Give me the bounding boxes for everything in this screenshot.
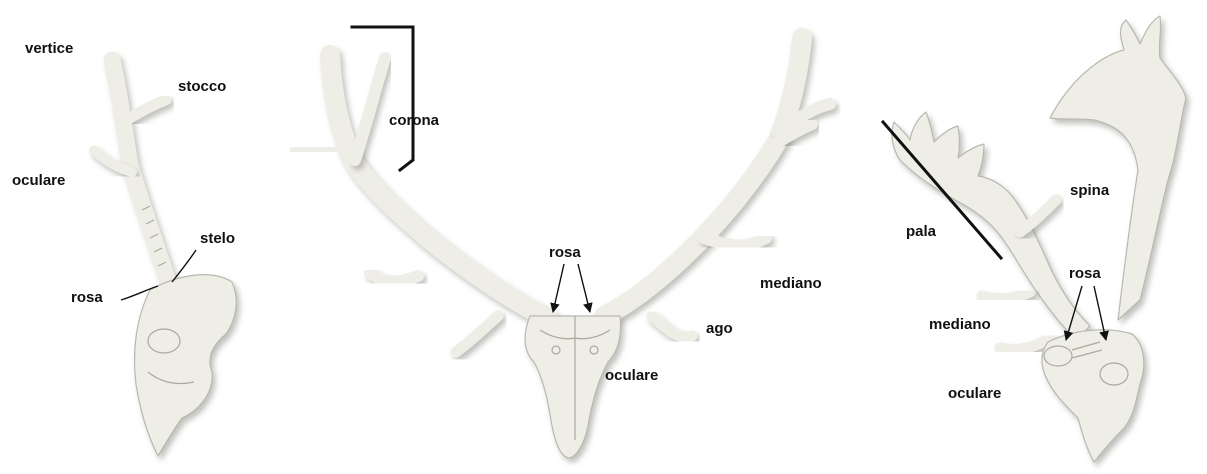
- right-antler-figure: [892, 16, 1186, 462]
- label-stocco: stocco: [178, 78, 226, 95]
- left-antler-figure: [94, 60, 236, 456]
- right-skull: [1042, 330, 1144, 462]
- label-center-oculare: oculare: [605, 367, 658, 384]
- left-skull: [135, 275, 237, 456]
- label-corona: corona: [389, 112, 440, 129]
- label-center-mediano: mediano: [760, 275, 822, 292]
- center-rosa-arrow-left: [553, 264, 564, 312]
- label-ago: ago: [706, 320, 733, 337]
- center-left-antler: [296, 55, 548, 352]
- label-left-oculare: oculare: [12, 172, 65, 189]
- label-right-oculare: oculare: [948, 385, 1001, 402]
- label-left-rosa: rosa: [71, 289, 103, 306]
- label-right-rosa: rosa: [1069, 265, 1101, 282]
- label-right-mediano: mediano: [929, 316, 991, 333]
- center-rosa-arrow-right: [578, 264, 590, 312]
- label-center-rosa: rosa: [549, 244, 581, 261]
- left-antler: [94, 60, 170, 288]
- label-vertice: vertice: [25, 40, 73, 57]
- center-skull: [525, 316, 620, 458]
- label-stelo: stelo: [200, 230, 235, 247]
- label-pala: pala: [906, 223, 937, 240]
- label-spina: spina: [1070, 182, 1110, 199]
- center-right-antler: [604, 38, 830, 337]
